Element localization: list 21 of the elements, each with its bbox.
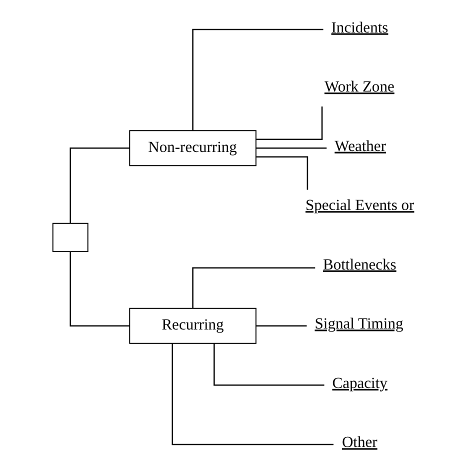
node-text: Capacity <box>332 374 387 392</box>
connector <box>171 343 333 446</box>
node-box: Recurring <box>128 308 256 344</box>
node-text: Bottlenecks <box>322 256 396 274</box>
node-text: Incidents <box>330 19 388 36</box>
node-text: Weather <box>334 138 386 155</box>
connector <box>256 147 326 149</box>
connector <box>256 156 308 190</box>
node-text: Signal Timing <box>314 316 403 333</box>
node-text: Work Zone <box>324 78 394 96</box>
connector <box>256 106 322 140</box>
connector <box>256 325 306 327</box>
connector <box>192 28 323 131</box>
node-box: Non-recurring <box>128 130 256 166</box>
connector <box>69 252 129 327</box>
node-text: Other <box>341 434 377 452</box>
node-box <box>52 222 88 252</box>
node-text: Special Events or <box>305 197 414 214</box>
connector <box>213 344 324 386</box>
connector <box>69 147 129 224</box>
connector <box>192 267 315 308</box>
